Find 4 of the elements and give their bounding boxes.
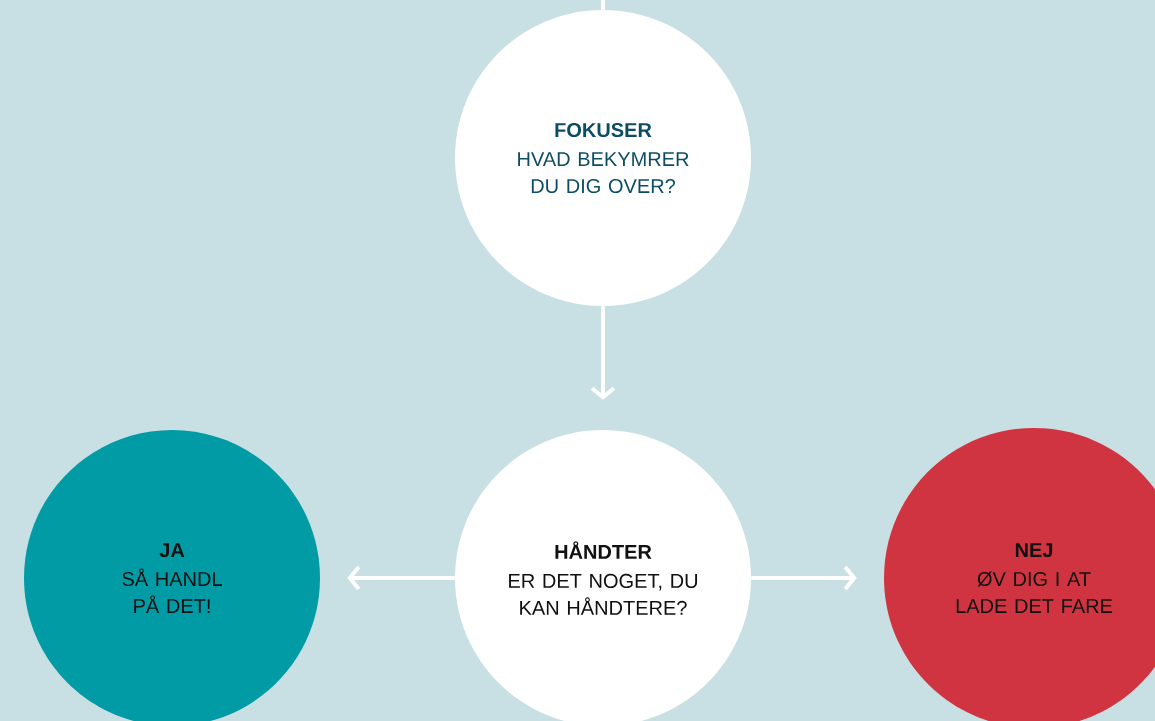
circle-node: FOKUSER HVAD BEKYMRER DU DIG OVER?: [455, 10, 751, 306]
arrow: [590, 306, 616, 400]
arrow: [751, 565, 857, 591]
arrow: [347, 565, 455, 591]
